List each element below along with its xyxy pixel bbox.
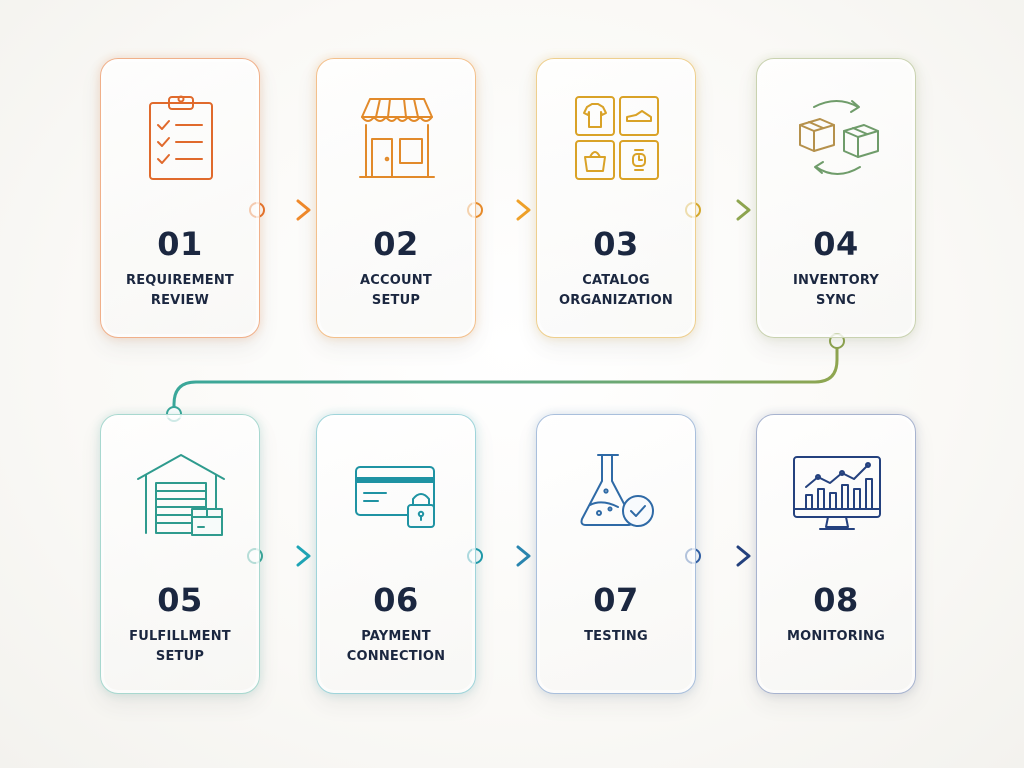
monitor-chart-icon — [792, 449, 882, 539]
step-label-line2: ORGANIZATION — [558, 293, 674, 308]
step-card-01: 01 REQUIREMENT REVIEW — [100, 58, 260, 338]
step-label-line1: FULFILLMENT — [129, 629, 231, 644]
step-label-line1: TESTING — [584, 629, 648, 644]
step-label-line2: CONNECTION — [346, 649, 446, 664]
connector-04-05 — [166, 333, 845, 422]
step-label-line2: SETUP — [371, 293, 421, 308]
step-label-line1: ACCOUNT — [360, 273, 432, 288]
catalog-grid-icon — [572, 93, 662, 183]
flask-check-icon — [572, 449, 662, 539]
step-number: 02 — [373, 225, 419, 263]
clipboard-checklist-icon — [136, 93, 226, 183]
step-card-06: 06 PAYMENT CONNECTION — [316, 414, 476, 694]
step-label: INVENTORY SYNC — [757, 271, 915, 311]
connector-02-03 — [467, 199, 531, 221]
step-label: ACCOUNT SETUP — [317, 271, 475, 311]
step-label: CATALOG ORGANIZATION — [537, 271, 695, 311]
step-label-line1: CATALOG — [582, 273, 650, 288]
connector-06-07 — [467, 545, 531, 567]
step-label: MONITORING — [757, 627, 915, 647]
step-label-line2: SETUP — [155, 649, 205, 664]
step-card-07: 07 TESTING — [536, 414, 696, 694]
step-number: 05 — [157, 581, 203, 619]
step-card-03: 03 CATALOG ORGANIZATION — [536, 58, 696, 338]
step-label: FULFILLMENT SETUP — [101, 627, 259, 667]
step-number: 03 — [593, 225, 639, 263]
step-number: 04 — [813, 225, 859, 263]
step-label-line2: REVIEW — [150, 293, 210, 308]
step-card-04: 04 INVENTORY SYNC — [756, 58, 916, 338]
storefront-icon — [352, 93, 442, 183]
step-card-08: 08 MONITORING — [756, 414, 916, 694]
credit-card-lock-icon — [352, 449, 442, 539]
step-card-02: 02 ACCOUNT SETUP — [316, 58, 476, 338]
step-label: TESTING — [537, 627, 695, 647]
step-number: 07 — [593, 581, 639, 619]
step-card-05: 05 FULFILLMENT SETUP — [100, 414, 260, 694]
step-label-line1: INVENTORY — [793, 273, 879, 288]
step-label-line2: SYNC — [816, 293, 856, 308]
inventory-sync-icon — [792, 93, 882, 183]
step-label-line1: MONITORING — [786, 629, 886, 644]
step-number: 08 — [813, 581, 859, 619]
step-number: 06 — [373, 581, 419, 619]
step-label-line1: REQUIREMENT — [126, 273, 234, 288]
step-number: 01 — [157, 225, 203, 263]
step-label: REQUIREMENT REVIEW — [101, 271, 259, 311]
step-label-line1: PAYMENT — [361, 629, 431, 644]
step-label: PAYMENT CONNECTION — [317, 627, 475, 667]
warehouse-icon — [136, 449, 226, 539]
